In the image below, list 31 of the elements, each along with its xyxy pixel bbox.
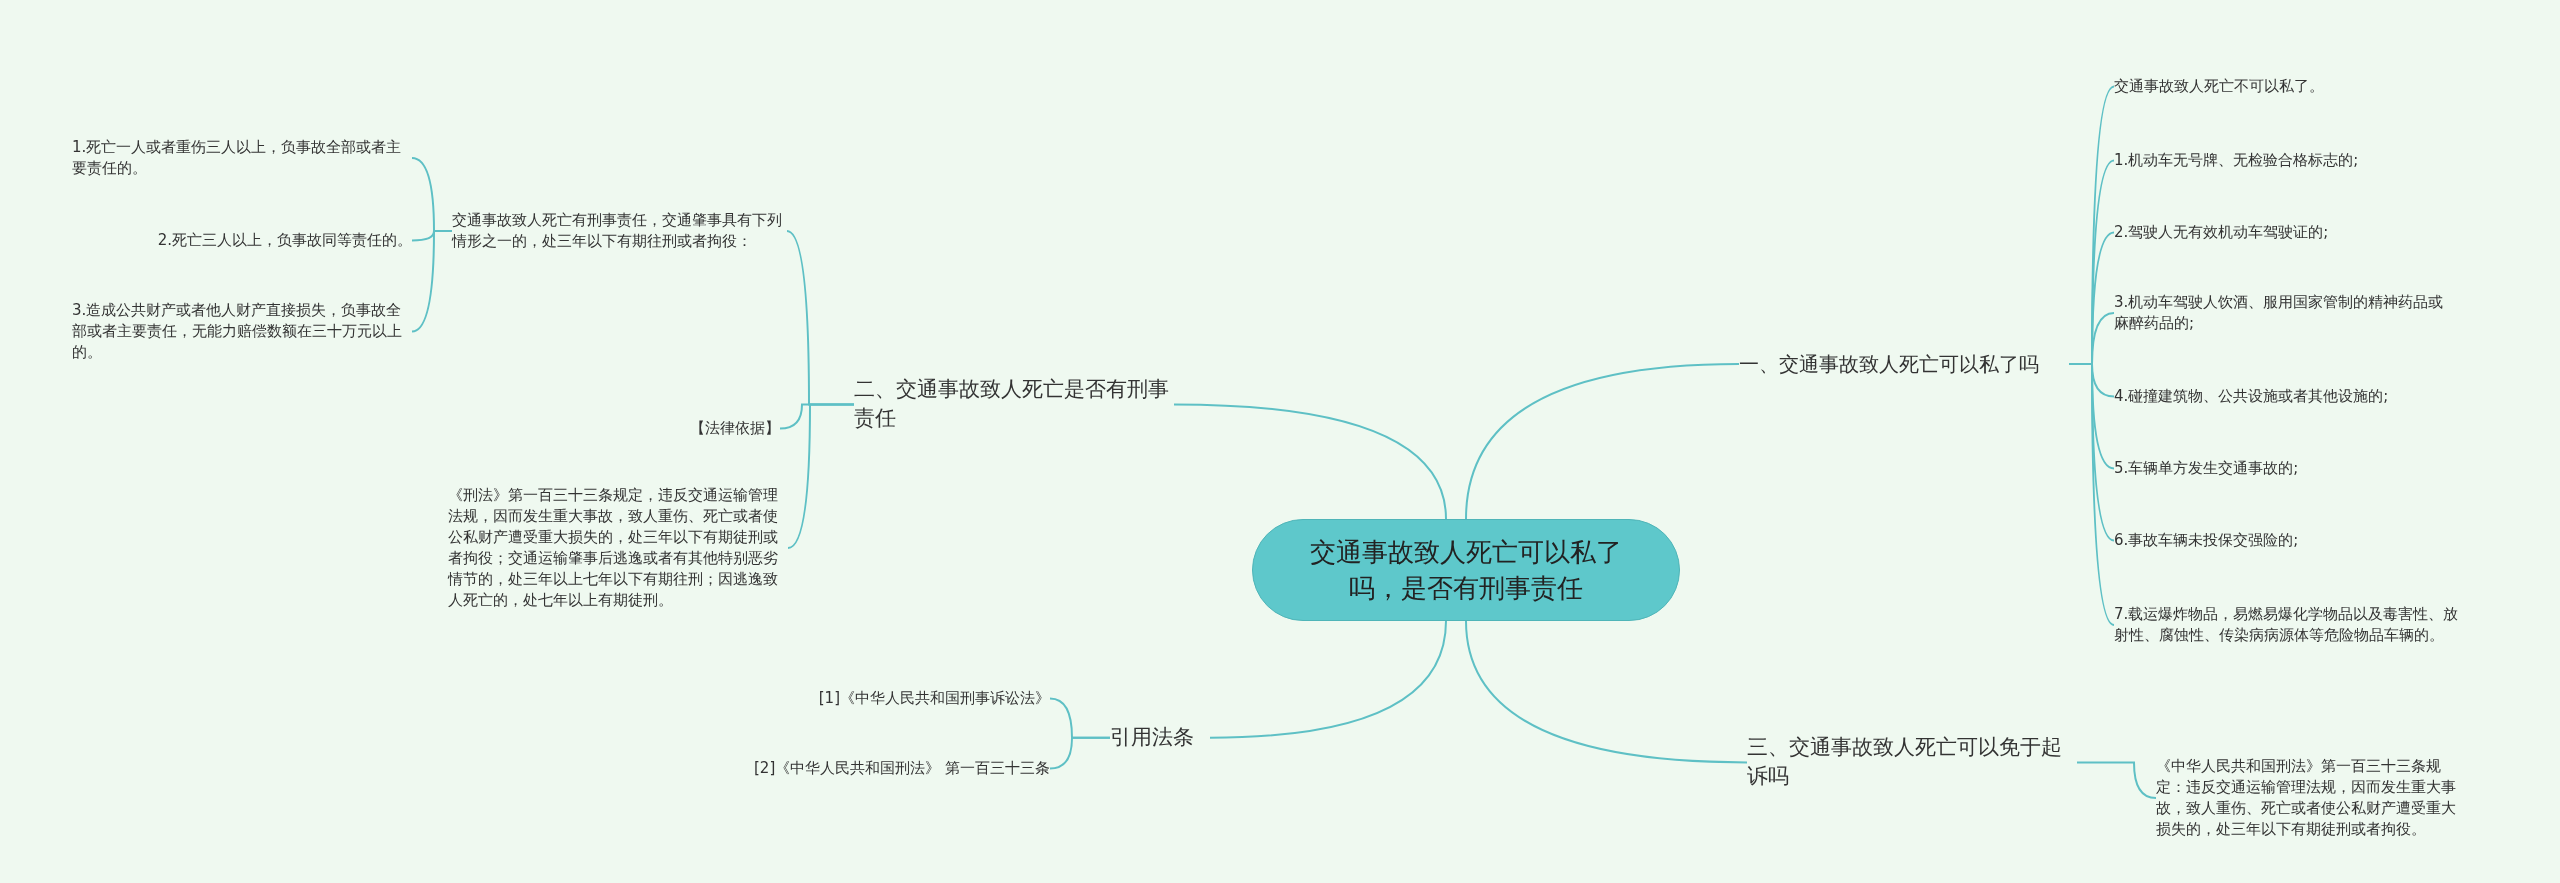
connector-line: [411, 230, 453, 333]
subtopic-text: 交通事故致人死亡不可以私了。: [2114, 76, 2325, 97]
subtopic-text: 1.死亡一人或者重伤三人以上，负事故全部或者主要责任的。: [72, 137, 403, 179]
connector-line: [1049, 736, 1111, 770]
central-topic-text: 交通事故致人死亡可以私了吗，是否有刑事责任: [1309, 535, 1623, 605]
branch-topic-text: 二、交通事故致人死亡是否有刑事责任: [854, 376, 1170, 433]
branch-topic-text: 三、交通事故致人死亡可以免于起诉吗: [1747, 734, 2063, 791]
connector-line: [1209, 620, 1447, 739]
subtopic-text: 1.机动车无号牌、无检验合格标志的;: [2114, 150, 2360, 171]
subtopic-text: [2]《中华人民共和国刑法》 第一百三十三条: [753, 758, 1050, 779]
subtopic-text: 3.造成公共财产或者他人财产直接损失，负事故全部或者主要责任，无能力赔偿数额在三十万元以上的。: [72, 300, 403, 363]
connector-line: [1465, 363, 1740, 520]
connector-line: [2076, 761, 2157, 799]
subtopic-text: 《刑法》第一百三十三条规定，违反交通运输管理法规，因而发生重大事故，致人重伤、死亡或者使公私财产遭受重大损失的，处三年以下有期徒刑或者拘役；交通运输肇事后逃逸或者有其他特别恶劣情节的，处三年以上七年以下有期往刑；因逃逸致人死亡的，处七年以上有期徒刑。: [448, 485, 779, 611]
subtopic-text: 2.死亡三人以上，负事故同等责任的。: [156, 230, 412, 251]
subtopic-text: 交通事故致人死亡有刑事责任，交通肇事具有下列情形之一的，处三年以下有期往刑或者拘役：: [452, 210, 783, 252]
subtopic-text: 6.事故车辆未投保交强险的;: [2114, 530, 2300, 551]
connector-line: [1173, 403, 1447, 520]
subtopic-text: 5.车辆单方发生交通事故的;: [2114, 458, 2300, 479]
subtopic-text: 4.碰撞建筑物、公共设施或者其他设施的;: [2114, 386, 2390, 407]
connector-line: [2068, 363, 2115, 626]
subtopic-text: [1]《中华人民共和国刑事诉讼法》: [817, 688, 1050, 709]
branch-topic-text: 一、交通事故致人死亡可以私了吗: [1739, 351, 2040, 378]
subtopic-text: 3.机动车驾驶人饮酒、服用国家管制的精神药品或麻醉药品的;: [2114, 292, 2445, 334]
connector-line: [1465, 620, 1748, 764]
subtopic-text: 【法律依据】: [689, 418, 780, 439]
connector-line: [787, 403, 855, 549]
subtopic-text: 《中华人民共和国刑法》第一百三十三条规定：违反交通运输管理法规，因而发生重大事故，致人重伤、死亡或者使公私财产遭受重大损失的，处三年以下有期徒刑或者拘役。: [2156, 756, 2457, 840]
subtopic-text: 2.驾驶人无有效机动车驾驶证的;: [2114, 222, 2330, 243]
branch-topic-text: 引用法条: [1110, 724, 1195, 751]
subtopic-text: 7.载运爆炸物品，易燃易爆化学物品以及毒害性、放射性、腐蚀性、传染病病源体等危险物品车辆的。: [2114, 604, 2459, 646]
